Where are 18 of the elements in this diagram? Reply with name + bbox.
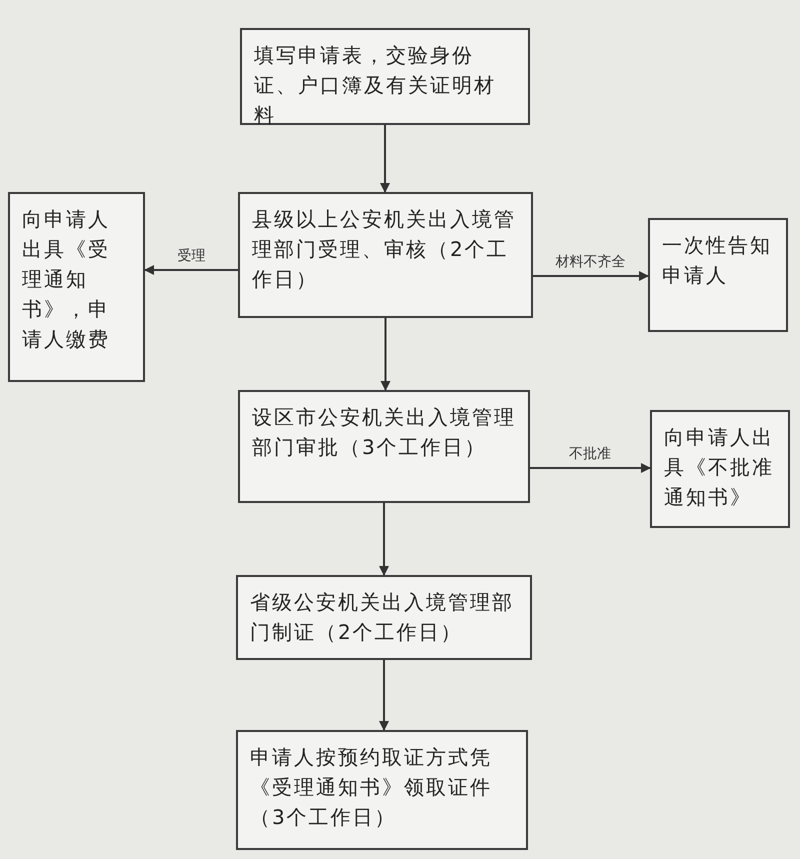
arrow bbox=[144, 265, 238, 275]
edge-label: 受理 bbox=[176, 248, 208, 264]
process-box: 申请人按预约取证方式凭《受理通知书》领取证件（3个工作日） bbox=[236, 730, 528, 850]
process-box: 向申请人出具《受理通知书》，申请人缴费 bbox=[8, 192, 145, 382]
edge-label: 不批准 bbox=[567, 446, 613, 462]
arrow bbox=[533, 271, 649, 281]
arrow bbox=[379, 503, 389, 576]
process-box: 省级公安机关出入境管理部门制证（2个工作日） bbox=[236, 575, 532, 660]
process-box: 一次性告知申请人 bbox=[648, 218, 788, 332]
arrow bbox=[379, 660, 389, 731]
arrow bbox=[380, 125, 390, 193]
process-box: 向申请人出具《不批准通知书》 bbox=[650, 410, 790, 528]
process-box: 填写申请表，交验身份证、户口簿及有关证明材料 bbox=[240, 28, 530, 125]
arrow bbox=[530, 463, 651, 473]
process-box: 设区市公安机关出入境管理部门审批（3个工作日） bbox=[238, 390, 530, 503]
process-box: 县级以上公安机关出入境管理部门受理、审核（2个工作日） bbox=[238, 192, 533, 318]
arrow bbox=[380, 318, 390, 391]
edge-label: 材料不齐全 bbox=[554, 254, 628, 270]
